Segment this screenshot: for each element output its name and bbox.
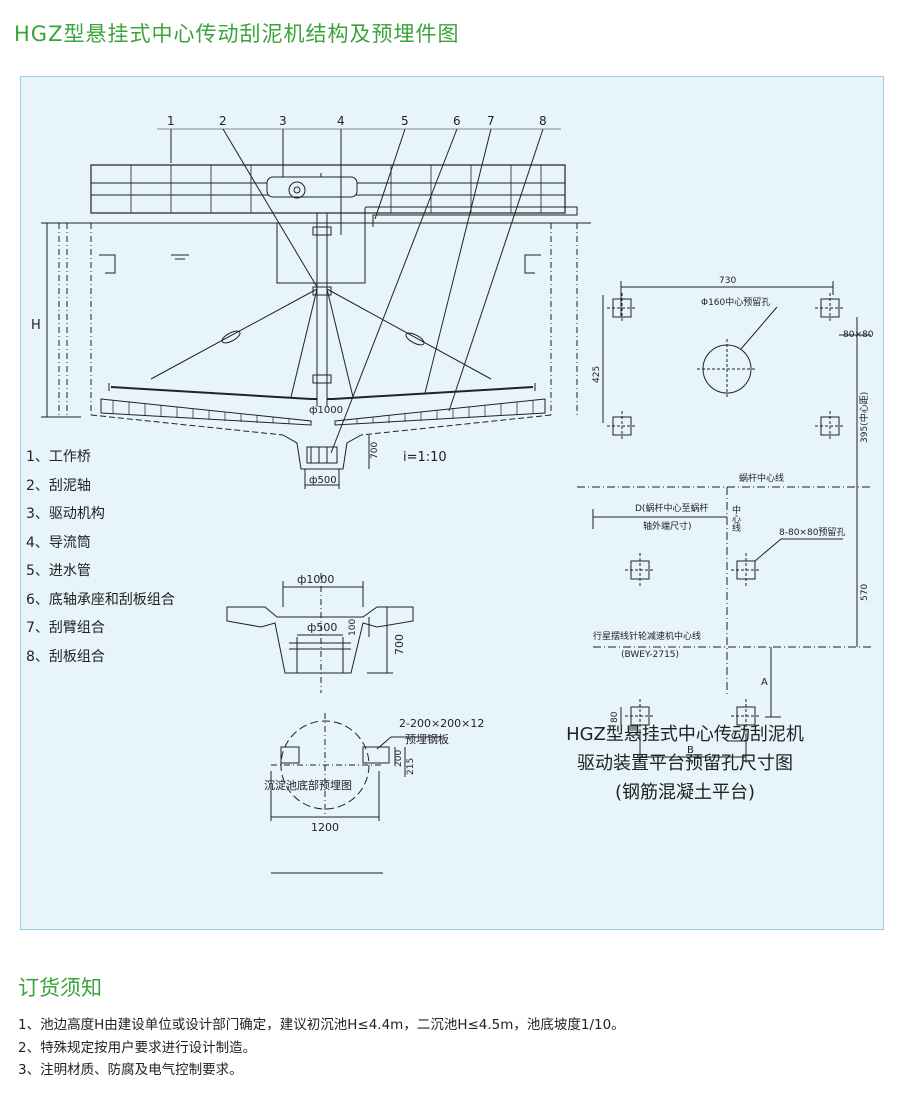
legend-item: 4、导流筒 <box>26 534 91 551</box>
main-machine-drawing <box>41 128 591 489</box>
center-line-label: 中心线 <box>730 504 741 532</box>
parts-legend: 1、工作桥 2、刮泥轴 3、驱动机构 4、导流筒 5、进水管 6、底轴承座和刮板… <box>26 443 175 671</box>
slope-label: i=1:10 <box>403 450 447 465</box>
base-215-label: 215 <box>406 758 416 775</box>
drawing-panel: 1 2 3 4 5 6 7 8 H ф1000 700 i=1:10 ф500 … <box>20 76 884 930</box>
platform-drawing <box>577 281 871 763</box>
base-d500-label: ф500 <box>307 621 337 634</box>
worm-line-label: 蜗杆中心线 <box>739 472 784 484</box>
note-item: 3、注明材质、防腐及电气控制要求。 <box>18 1062 243 1078</box>
legend-item: 3、驱动机构 <box>26 506 105 522</box>
main-700-label: 700 <box>370 442 380 459</box>
legend-item: 7、刮臂组合 <box>26 620 105 636</box>
note-item: 2、特殊规定按用户要求进行设计制造。 <box>18 1039 257 1056</box>
reducer-line-label: 行星摆线针轮减速机中心线 <box>593 630 701 642</box>
dim-80x80-label: 80×80 <box>843 330 874 340</box>
base-embed-drawing <box>226 573 441 874</box>
part-number-1: 1 <box>167 114 175 128</box>
base-100-label: 100 <box>348 619 358 636</box>
main-d1000-label: ф1000 <box>309 405 343 416</box>
dim-395-label: 395(中心距) <box>858 392 870 443</box>
note-item: 1、池边高度H由建设单位或设计部门确定，建议初沉池H≤4.4m，二沉池H≤4.5… <box>18 1017 625 1033</box>
base-drawing-caption: 沉淀池底部预埋图 <box>264 779 352 792</box>
base-700-label: 700 <box>393 634 406 655</box>
part-number-6: 6 <box>453 114 461 128</box>
legend-item: 5、进水管 <box>26 563 91 579</box>
caption-line-3: (钢筋混凝土平台) <box>614 782 756 803</box>
part-number-5: 5 <box>401 114 409 128</box>
base-1200-label: 1200 <box>311 821 339 834</box>
part-number-4: 4 <box>337 114 345 128</box>
base-200-label: 200 <box>394 750 404 767</box>
plate-spec-label: 2-200×200×12 <box>399 717 484 730</box>
caption-line-1: HGZ型悬挂式中心传动刮泥机 <box>566 724 804 745</box>
main-d500-label: ф500 <box>309 475 337 486</box>
legend-item: 8、刮板组合 <box>26 648 105 665</box>
platform-caption: HGZ型悬挂式中心传动刮泥机 驱动装置平台预留孔尺寸图 (钢筋混凝土平台) <box>520 720 850 807</box>
height-label: H <box>31 318 41 333</box>
dim-730-label: 730 <box>719 276 736 286</box>
legend-item: 1、工作桥 <box>26 449 91 465</box>
legend-item: 2、刮泥轴 <box>26 477 91 494</box>
b-label: B <box>687 745 694 756</box>
notes-title: 订货须知 <box>18 976 102 1000</box>
holes-label: 8-80×80预留孔 <box>779 526 845 538</box>
d-label-2: 轴外端尺寸) <box>643 520 692 532</box>
page-title: HGZ型悬挂式中心传动刮泥机结构及预埋件图 <box>14 22 460 46</box>
center-hole-label: Φ160中心预留孔 <box>701 296 770 308</box>
d-label-1: D(蜗杆中心至蜗杆 <box>635 502 708 514</box>
order-notes: 1、池边高度H由建设单位或设计部门确定，建议初沉池H≤4.4m，二沉池H≤4.5… <box>18 1014 625 1082</box>
c-label: C <box>731 732 737 742</box>
dim-80-label: 80 <box>610 711 620 723</box>
dim-425-label: 425 <box>592 366 602 383</box>
reducer-model-label: (BWEY-2715) <box>621 650 679 660</box>
base-d1000-label: ф1000 <box>297 573 334 586</box>
part-number-8: 8 <box>539 114 547 128</box>
caption-line-2: 驱动装置平台预留孔尺寸图 <box>577 753 793 774</box>
plate-name-label: 预埋钢板 <box>405 732 449 746</box>
part-number-3: 3 <box>279 114 287 128</box>
a-label: A <box>761 677 768 688</box>
part-number-7: 7 <box>487 114 495 128</box>
dim-570-label: 570 <box>860 584 870 601</box>
engineering-drawing: 1 2 3 4 5 6 7 8 H ф1000 700 i=1:10 ф500 … <box>31 114 874 874</box>
part-number-2: 2 <box>219 114 227 128</box>
legend-item: 6、底轴承座和刮板组合 <box>26 591 175 608</box>
